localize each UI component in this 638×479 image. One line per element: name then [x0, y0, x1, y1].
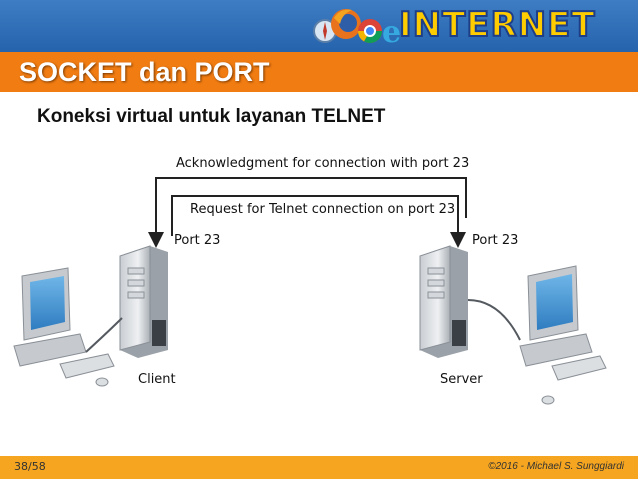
client-port-label: Port 23 [174, 233, 220, 248]
slide-subtitle: Koneksi virtual untuk layanan TELNET [37, 106, 386, 127]
title-bar [0, 52, 638, 92]
ack-label: Acknowledgment for connection with port … [176, 156, 469, 171]
internet-explorer-icon: e [382, 15, 400, 48]
server-label: Server [440, 372, 483, 387]
server-computer-icon [467, 265, 607, 405]
client-tower-icon [119, 245, 168, 358]
telnet-diagram: Acknowledgment for connection with port … [13, 153, 607, 405]
page-number: 38/58 [14, 460, 46, 473]
brand-title: INTERNET [398, 4, 596, 46]
svg-text:e: e [382, 15, 400, 48]
browser-icons: e [313, 9, 400, 48]
ack-arrow [148, 177, 467, 248]
request-arrow [171, 195, 466, 248]
footer-bar [0, 456, 638, 479]
server-tower-icon [419, 245, 468, 358]
chrome-icon [358, 19, 382, 44]
client-computer-icon [13, 267, 123, 387]
firefox-icon [331, 9, 361, 39]
client-label: Client [138, 372, 176, 387]
request-label: Request for Telnet connection on port 23 [190, 202, 455, 217]
slide-title: SOCKET dan PORT [19, 57, 270, 87]
server-port-label: Port 23 [472, 233, 518, 248]
copyright-text: ©2016 - Michael S. Sunggiardi [488, 461, 624, 472]
